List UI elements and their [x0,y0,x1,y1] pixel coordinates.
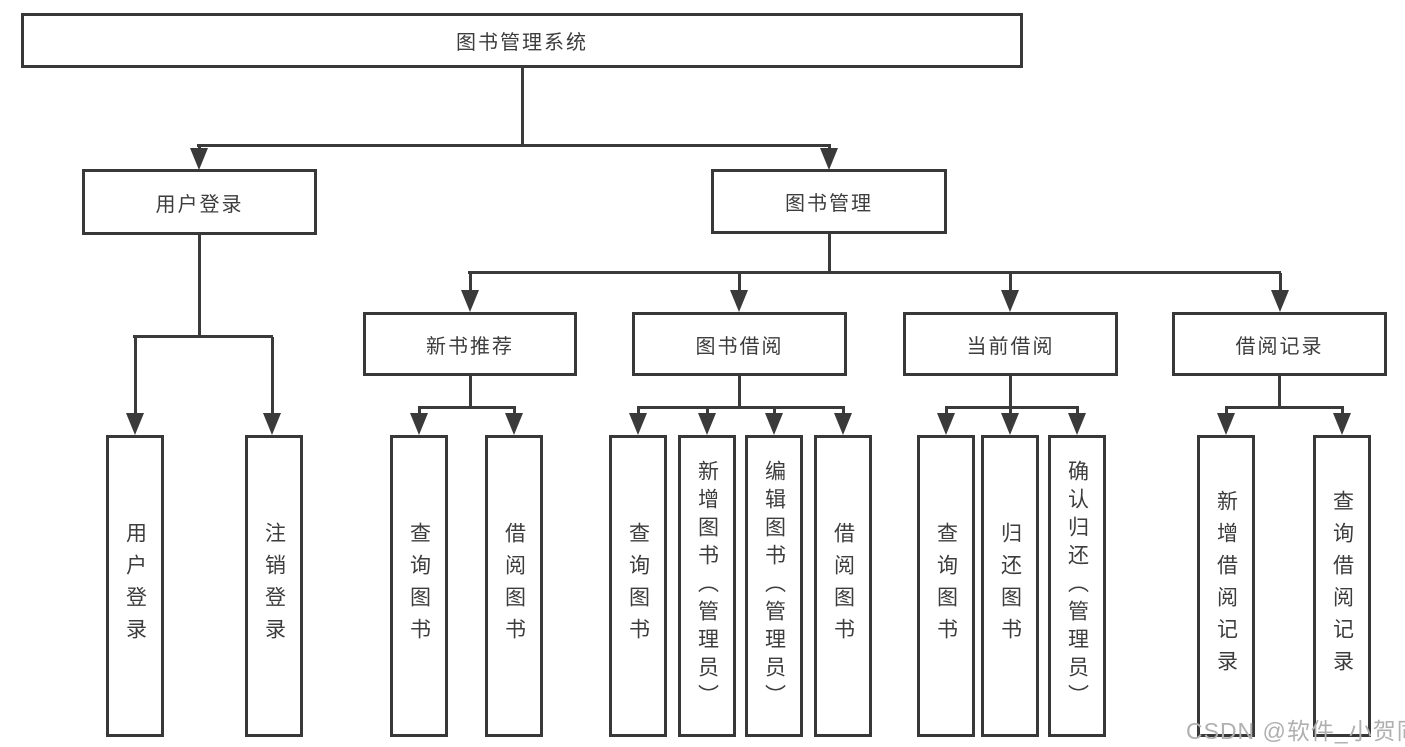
connector-borrow-child2 [706,406,709,416]
node-book-borrow: 图书借阅 [632,312,847,376]
connector-records-branch [1225,406,1343,409]
leaf-recommend-borrow-books: 借阅图书 [485,435,543,737]
node-borrow-records: 借阅记录 [1172,312,1387,376]
connector-current-child1 [945,406,948,416]
leaf-add-borrow-record: 新增借阅记录 [1197,435,1255,737]
leaf-query-borrow-record: 查询借阅记录 [1313,435,1371,737]
node-book-mgmt-label: 图书管理 [785,193,873,215]
leaf-logout: 注销登录 [245,435,303,737]
arrow-down-icon [461,290,479,312]
connector-recommend-child2 [513,406,516,416]
leaf-user-login-label: 用户登录 [123,522,147,650]
connector-login-branch [133,335,273,338]
connector-login-drop [198,235,201,337]
leaf-return-books: 归还图书 [981,435,1039,737]
connector-mgmt-child3 [1009,273,1012,293]
arrow-down-icon [765,413,783,435]
leaf-logout-label: 注销登录 [262,522,286,650]
arrow-down-icon [834,413,852,435]
connector-root-branch [197,144,831,147]
connector-mgmt-drop [828,233,831,273]
arrow-down-icon [820,148,838,170]
leaf-edit-books-admin-label: 编辑图书（管理员） [762,460,786,712]
connector-current-child3 [1076,406,1079,416]
leaf-current-query-books-label: 查询图书 [934,522,958,650]
node-root: 图书管理系统 [21,13,1023,68]
leaf-recommend-borrow-books-label: 借阅图书 [502,522,526,650]
connector-mgmt-branch [468,271,1281,274]
connector-current-branch [945,406,1079,409]
leaf-confirm-return-admin: 确认归还（管理员） [1048,435,1106,737]
node-current-borrow-label: 当前借阅 [966,335,1055,358]
connector-records-child2 [1341,406,1344,416]
node-borrow-records-label: 借阅记录 [1235,335,1324,358]
arrow-down-icon [937,413,955,435]
connector-current-drop [1009,376,1012,408]
arrow-down-icon [505,413,523,435]
connector-borrow-child4 [842,406,845,416]
node-user-login: 用户登录 [82,169,317,235]
arrow-down-icon [1217,413,1235,435]
node-book-borrow-label: 图书借阅 [695,335,784,358]
arrow-down-icon [126,413,144,435]
node-root-label: 图书管理系统 [456,32,588,54]
arrow-down-icon [698,413,716,435]
leaf-borrow-books-label: 借阅图书 [831,522,855,650]
connector-login-child2 [271,337,274,415]
connector-records-drop [1278,376,1281,408]
leaf-query-borrow-record-label: 查询借阅记录 [1330,490,1354,682]
node-new-book-recommend: 新书推荐 [363,312,577,376]
node-book-mgmt: 图书管理 [711,169,947,234]
leaf-user-login: 用户登录 [106,435,164,737]
connector-borrow-child3 [773,406,776,416]
connector-borrow-child1 [637,406,640,416]
arrow-down-icon [1001,413,1019,435]
connector-current-child2 [1009,406,1012,416]
arrow-down-icon [263,413,281,435]
leaf-borrow-query-books-label: 查询图书 [626,522,650,650]
leaf-return-books-label: 归还图书 [998,522,1022,650]
connector-borrow-branch [637,406,845,409]
connector-records-child1 [1225,406,1228,416]
leaf-add-books-admin: 新增图书（管理员） [678,435,736,737]
leaf-recommend-query-books-label: 查询图书 [407,522,431,650]
leaf-borrow-books: 借阅图书 [814,435,872,737]
node-current-borrow: 当前借阅 [903,312,1118,376]
leaf-add-books-admin-label: 新增图书（管理员） [695,460,719,712]
arrow-down-icon [730,290,748,312]
arrow-down-icon [1068,413,1086,435]
connector-borrow-drop [738,376,741,408]
leaf-confirm-return-admin-label: 确认归还（管理员） [1065,460,1089,712]
arrow-down-icon [1271,290,1289,312]
connector-mgmt-child2 [738,273,741,293]
connector-recommend-drop [469,376,472,408]
node-user-login-label: 用户登录 [155,193,244,216]
arrow-down-icon [629,413,647,435]
csdn-watermark: CSDN @软件_小贺同学 [1186,718,1405,744]
connector-root-stem [521,68,524,146]
connector-login-child1 [134,337,137,415]
arrow-down-icon [1333,413,1351,435]
arrow-down-icon [410,413,428,435]
connector-mgmt-child1 [469,273,472,293]
arrow-down-icon [1001,290,1019,312]
connector-mgmt-child4 [1279,273,1282,293]
leaf-edit-books-admin: 编辑图书（管理员） [745,435,803,737]
connector-recommend-branch [418,406,515,409]
leaf-recommend-query-books: 查询图书 [390,435,448,737]
connector-recommend-child1 [418,406,421,416]
leaf-current-query-books: 查询图书 [917,435,975,737]
leaf-add-borrow-record-label: 新增借阅记录 [1214,490,1238,682]
node-new-book-recommend-label: 新书推荐 [426,335,514,358]
arrow-down-icon [190,148,208,170]
leaf-borrow-query-books: 查询图书 [609,435,667,737]
